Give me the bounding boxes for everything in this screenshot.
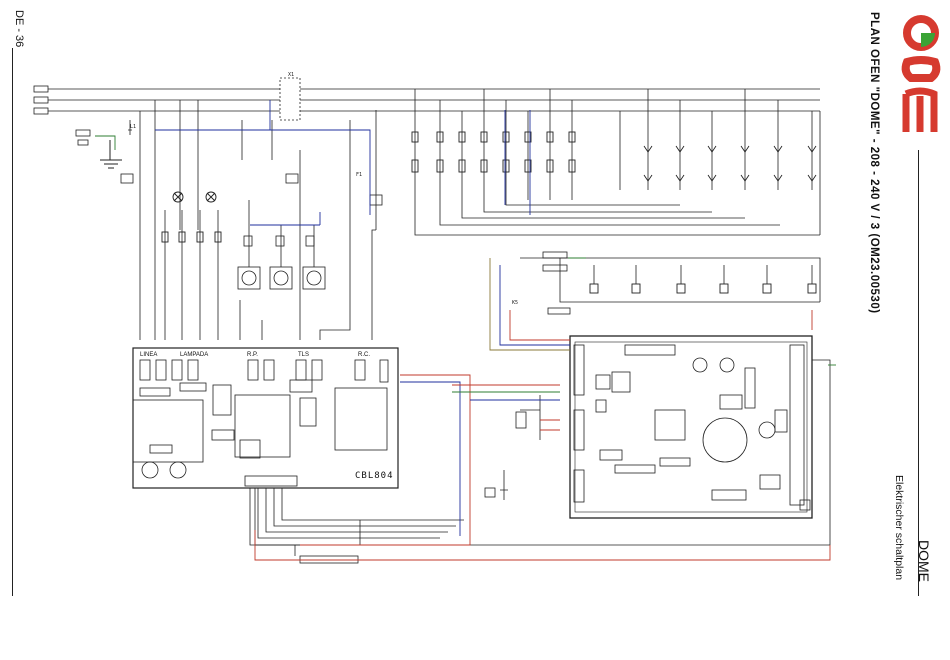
power-board-cbl804 [133, 348, 398, 488]
svg-text:X1: X1 [288, 72, 294, 78]
svg-text:K5: K5 [512, 300, 518, 306]
board-section-tls: TLS [298, 352, 309, 358]
svg-text:L1: L1 [130, 124, 136, 130]
board-section-linea: LINEA [140, 352, 157, 358]
board-label: CBL804 [355, 471, 394, 481]
svg-text:F1: F1 [356, 172, 362, 178]
power-terminals [34, 86, 90, 145]
board-section-rc: R.C. [358, 352, 370, 358]
control-board [570, 336, 812, 518]
fan-motors [238, 267, 325, 289]
board-section-lampada: LAMPADA [180, 352, 208, 358]
board-section-rp: R.P. [247, 352, 258, 358]
